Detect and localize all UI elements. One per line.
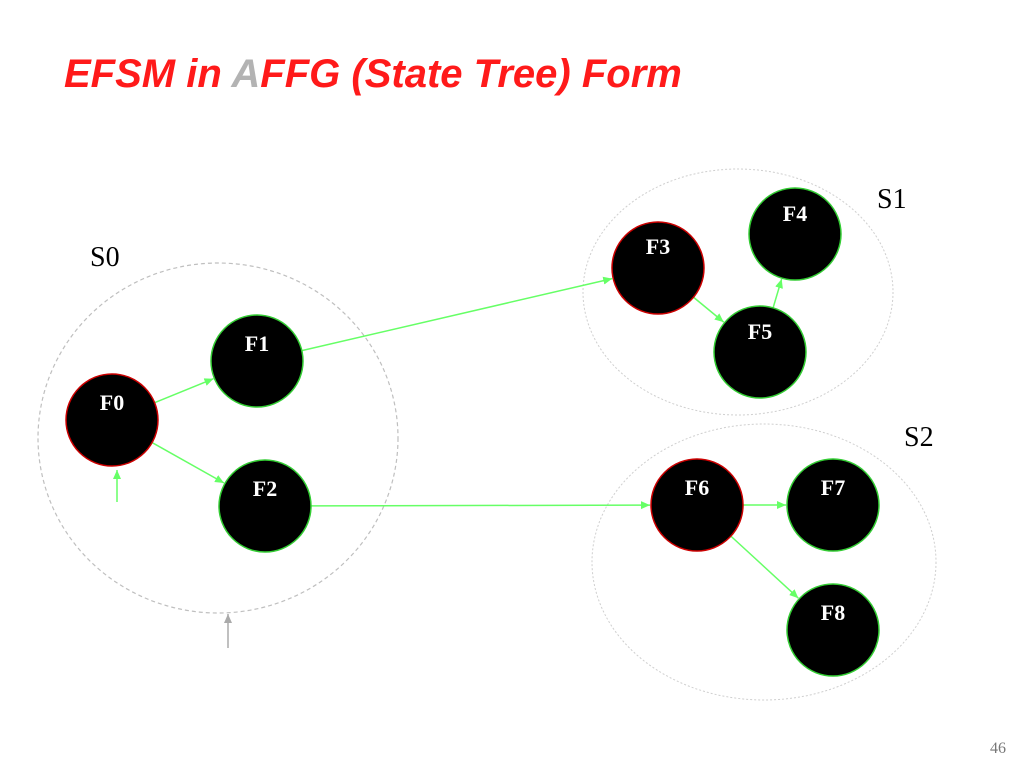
group-label-s0: S0 xyxy=(90,242,120,273)
node-circle-f6 xyxy=(650,458,744,552)
node-label-f3: F3 xyxy=(646,234,670,259)
node-label-f2: F2 xyxy=(253,476,277,501)
group-outline-s0 xyxy=(37,262,399,614)
state-node-f2[interactable]: F2 xyxy=(218,459,312,553)
state-node-f5[interactable]: F5 xyxy=(713,305,807,399)
state-node-f1[interactable]: F1 xyxy=(210,314,304,408)
page-number: 46 xyxy=(990,740,1006,757)
group-outline-s2 xyxy=(591,423,937,701)
group-label-s2: S2 xyxy=(904,422,934,453)
slide-title: EFSM in AFFG (State Tree) Form xyxy=(64,52,682,97)
state-node-f0[interactable]: F0 xyxy=(65,373,159,467)
edge-f0-f1 xyxy=(154,378,214,404)
node-label-f7: F7 xyxy=(821,475,845,500)
node-circle-f2 xyxy=(218,459,312,553)
edge-f0-f2 xyxy=(151,441,225,484)
title-part-1: EFSM in xyxy=(64,52,232,96)
node-label-f0: F0 xyxy=(100,390,124,415)
node-label-f6: F6 xyxy=(685,475,709,500)
state-node-f3[interactable]: F3 xyxy=(611,221,705,315)
nodes-layer: F0 F1 F2 F3 F4 F5 xyxy=(65,187,880,677)
node-circle-f4 xyxy=(748,187,842,281)
title-part-3: FFG (State Tree) Form xyxy=(260,52,682,96)
node-circle-f0 xyxy=(65,373,159,467)
state-node-f6[interactable]: F6 xyxy=(650,458,744,552)
group-outline-s1 xyxy=(582,168,894,416)
node-label-f1: F1 xyxy=(245,331,269,356)
edge-f6-f8 xyxy=(730,535,799,599)
group-label-s1: S1 xyxy=(877,184,907,215)
edge-f3-f5 xyxy=(693,296,725,323)
node-circle-f5 xyxy=(713,305,807,399)
state-node-f7[interactable]: F7 xyxy=(786,458,880,552)
edge-f1-f3 xyxy=(301,276,613,352)
node-circle-f7 xyxy=(786,458,880,552)
node-label-f5: F5 xyxy=(748,319,772,344)
node-circle-f1 xyxy=(210,314,304,408)
node-circle-f8 xyxy=(786,583,880,677)
edge-f5-f4 xyxy=(772,278,783,309)
node-circle-f3 xyxy=(611,221,705,315)
title-part-2: A xyxy=(231,52,261,96)
state-node-f8[interactable]: F8 xyxy=(786,583,880,677)
node-label-f8: F8 xyxy=(821,600,845,625)
edge-f2-f6 xyxy=(310,501,651,510)
node-label-f4: F4 xyxy=(783,201,807,226)
edges-layer xyxy=(151,276,799,599)
state-node-f4[interactable]: F4 xyxy=(748,187,842,281)
